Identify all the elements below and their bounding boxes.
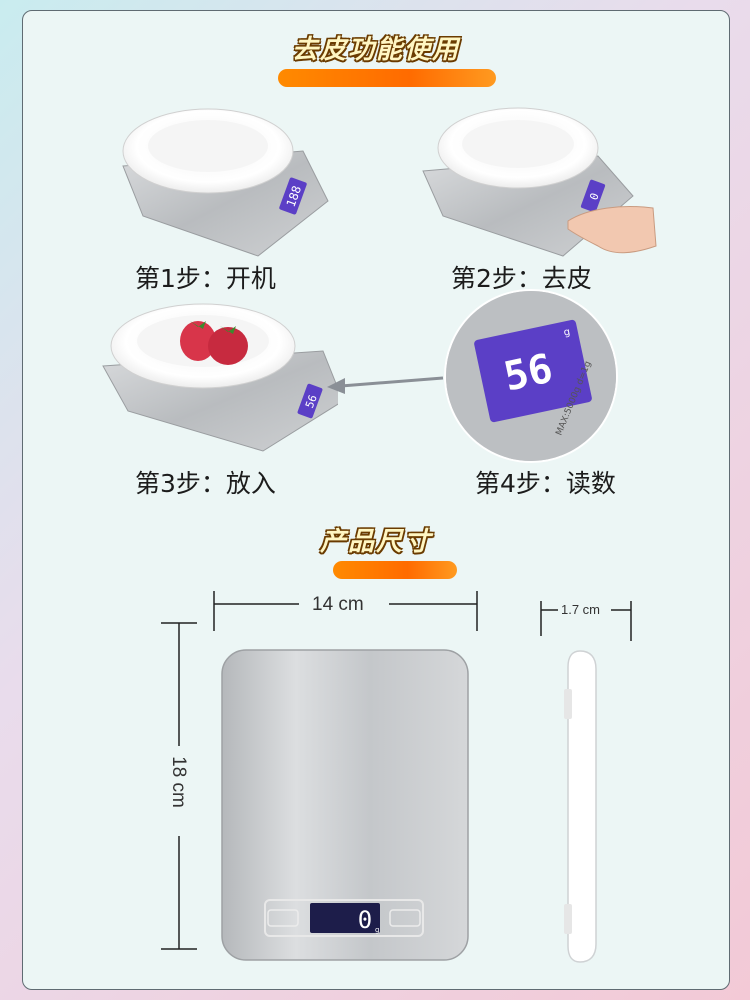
front-view-scale: 0 g (221, 649, 469, 961)
step4-zoom-image: 56 g MAX:5000g d=1g (444, 289, 618, 463)
width-dimension-line (213, 591, 478, 631)
step3-label: 第3步：放入 (135, 469, 276, 498)
finger-icon (567, 206, 657, 254)
depth-label: 1.7 cm (561, 602, 601, 617)
side-view-scale (564, 650, 597, 963)
step3-display: 56 (303, 393, 320, 410)
front-unit: g (375, 926, 379, 934)
arrow-icon (327, 376, 444, 394)
step2-scale-image: 0 (422, 107, 657, 257)
depth-dimension-line (540, 601, 632, 641)
height-label: 18 cm (168, 756, 189, 808)
step2-display: 0 (587, 191, 601, 202)
step1-label: 第1步：开机 (135, 264, 276, 293)
content-panel: 去皮功能使用 188 0 第1步：开机 第2步：去皮 (22, 10, 730, 990)
step1-display: 188 (284, 184, 305, 209)
width-label: 14 cm (312, 594, 364, 615)
front-display: 0 (358, 906, 372, 934)
step4-display: 56 (500, 346, 557, 401)
step4-label: 第4步：读数 (475, 469, 616, 498)
size-section-title: 产品尺寸 (319, 527, 432, 557)
strawberry-icon (180, 321, 248, 365)
step4-unit: g (563, 327, 572, 339)
height-dimension-line (161, 622, 197, 950)
step1-scale-image: 188 (122, 108, 329, 257)
title-underline (333, 561, 457, 579)
title-underline (278, 69, 496, 87)
step3-scale-image: 56 (102, 303, 338, 452)
step2-label: 第2步：去皮 (451, 264, 592, 293)
tare-section-title: 去皮功能使用 (291, 35, 460, 65)
